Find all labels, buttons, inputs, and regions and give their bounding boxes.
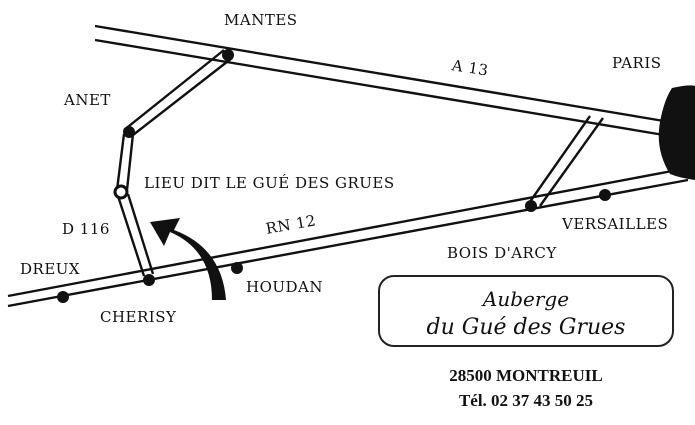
paris-label: PARIS — [612, 54, 662, 72]
mantes-label: MANTES — [224, 11, 298, 29]
anet-label: ANET — [64, 91, 111, 109]
versailles-label: VERSAILLES — [562, 215, 669, 233]
paris-marker — [658, 85, 695, 180]
versailles-dot — [599, 189, 611, 201]
bois-darcy-label: BOIS D'ARCY — [447, 244, 557, 262]
inn-sign: Auberge du Gué des Grues — [378, 275, 674, 347]
rn12-road — [7, 166, 689, 308]
houdan-label: HOUDAN — [246, 278, 324, 296]
lieu-dit-marker — [113, 184, 129, 200]
d116-label: D 116 — [62, 220, 110, 238]
connector-road — [526, 115, 604, 207]
d116-road — [116, 193, 155, 277]
cherisy-dot — [143, 274, 155, 286]
anet-dot — [123, 126, 135, 138]
houdan-dot — [231, 262, 243, 274]
cherisy-label: CHERISY — [100, 308, 177, 326]
direction-arrow — [150, 218, 226, 300]
address-city: 28500 MONTREUIL — [449, 366, 603, 385]
inn-sign-line2: du Gué des Grues — [426, 315, 626, 340]
dreux-label: DREUX — [20, 260, 81, 278]
lieu-dit-label: LIEU DIT LE GUÉ DES GRUES — [144, 174, 395, 192]
mantes-dot — [222, 49, 234, 61]
anet-lieudit-road — [115, 133, 135, 191]
dreux-dot — [57, 291, 69, 303]
bois-darcy-dot — [525, 200, 537, 212]
inn-sign-line1: Auberge — [482, 287, 570, 311]
address-phone: Tél. 02 37 43 50 25 — [458, 391, 594, 410]
mantes-anet-road — [123, 49, 233, 136]
a13-motorway — [94, 24, 671, 138]
